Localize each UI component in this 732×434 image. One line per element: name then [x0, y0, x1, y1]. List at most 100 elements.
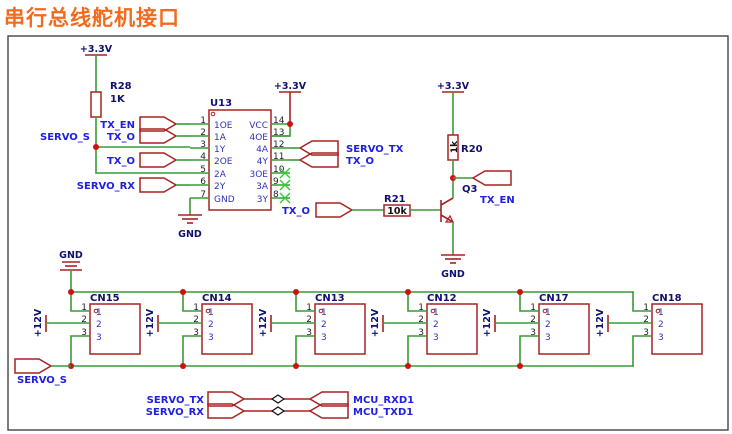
connector-cn17: [538, 303, 590, 355]
net-label-tx-o: TX_O: [107, 132, 135, 143]
connector-ref: CN13: [315, 293, 345, 304]
power-label-12v: +12V: [258, 308, 269, 337]
wire: [407, 335, 427, 366]
junction-dot: [517, 363, 523, 369]
u13-ref: U13: [210, 98, 232, 109]
pin-name: 2: [96, 320, 102, 330]
pin1-marker: [210, 111, 216, 117]
pin-number: 3: [643, 328, 649, 338]
connector-ref: CN12: [427, 293, 457, 304]
connector-cn14: [201, 303, 253, 355]
pin-number: 11: [273, 152, 284, 162]
pin-number: 2: [643, 315, 649, 325]
pin-name: 2: [658, 320, 664, 330]
pin-name: 3: [433, 333, 439, 343]
net-label-tx-o: TX_O: [107, 156, 135, 167]
junction-dot: [180, 363, 186, 369]
pin-number: 14: [273, 116, 285, 126]
net-label-servo-tx: SERVO_TX: [346, 144, 404, 155]
pin-number: 8: [273, 190, 279, 200]
sheet-title: 串行总线舵机接口: [4, 6, 180, 30]
wire: [295, 335, 315, 366]
pin-number: 10: [273, 165, 285, 175]
pin-number: 1: [643, 303, 649, 313]
pin-name: 2Y: [214, 182, 226, 192]
r28-ref: R28: [110, 81, 132, 92]
pin-name: 2: [433, 320, 439, 330]
net-label-servo-s: SERVO_S: [17, 375, 67, 386]
pin-number: 5: [200, 165, 206, 175]
junction-dot: [405, 363, 411, 369]
power-label-3v3: +3.3V: [437, 81, 470, 92]
connector-ref: CN18: [652, 293, 682, 304]
net-flag: [315, 202, 354, 218]
pin1-marker: [655, 308, 661, 314]
wire: [519, 292, 539, 312]
no-connect-mark: [279, 192, 291, 204]
net-label-tx-en: TX_EN: [100, 120, 135, 131]
connector-cn15: [89, 303, 141, 355]
q3-ref: Q3: [462, 184, 478, 195]
connector-ref: CN17: [539, 293, 569, 304]
connector-cn18: [651, 303, 703, 355]
emitter-arrow: [444, 214, 454, 223]
net-flag: [207, 403, 246, 419]
net-flag: [471, 170, 512, 186]
net-label-tx-o: TX_O: [346, 156, 374, 167]
pin-name: 1: [321, 308, 327, 318]
wire: [182, 335, 202, 366]
pin-name: 3: [321, 333, 327, 343]
pin-number: 6: [200, 177, 206, 187]
power-label-12v: +12V: [370, 308, 381, 337]
pin-number: 2: [306, 315, 312, 325]
pin-number: 3: [81, 328, 87, 338]
pin-number: 1: [418, 303, 424, 313]
pin-name: 4A: [256, 145, 269, 155]
no-connect-mark: [279, 167, 291, 179]
pin-name: 3: [658, 333, 664, 343]
r20-value: 1k: [450, 140, 460, 153]
pin-name: 2: [321, 320, 327, 330]
pin-number: 2: [81, 315, 87, 325]
r21-ref: R21: [384, 194, 406, 205]
net-label: MCU_TXD1: [353, 407, 413, 418]
net-flag: [139, 177, 178, 193]
pin1-marker: [318, 308, 324, 314]
power-label-3v3: +3.3V: [274, 81, 307, 92]
pin1-marker: [205, 308, 211, 314]
net-label-servo-rx: SERVO_RX: [77, 181, 135, 192]
transistor-q3-collector: [440, 197, 454, 206]
power-label-gnd: GND: [59, 250, 83, 261]
pin-name: 1Y: [214, 145, 226, 155]
pin-number: 7: [200, 190, 206, 200]
junction-dot: [287, 121, 293, 127]
connector-cn12: [426, 303, 478, 355]
pin-number: 9: [273, 177, 279, 187]
net-flag: [298, 152, 339, 168]
pin-number: 2: [200, 128, 206, 138]
wire: [182, 292, 202, 312]
net-flag: [139, 128, 178, 144]
pin1-marker: [93, 308, 99, 314]
wire: [70, 292, 90, 312]
net-flag: [308, 403, 349, 419]
pin-name: 1: [658, 308, 664, 318]
pin-name: 4Y: [257, 157, 269, 167]
pin-name: 2: [208, 320, 214, 330]
pin-number: 1: [193, 303, 199, 313]
pin-number: 1: [530, 303, 536, 313]
pin1-marker: [430, 308, 436, 314]
wire: [407, 292, 427, 312]
pin-name: VCC: [249, 121, 268, 131]
power-label-3v3: +3.3V: [80, 44, 113, 55]
pin-name: 1: [208, 308, 214, 318]
pin-name: 3: [545, 333, 551, 343]
pin-number: 1: [306, 303, 312, 313]
net-label: SERVO_RX: [146, 407, 204, 418]
wire: [70, 335, 90, 366]
junction-dot: [68, 289, 74, 295]
pin-number: 2: [418, 315, 424, 325]
junction-dot: [293, 289, 299, 295]
